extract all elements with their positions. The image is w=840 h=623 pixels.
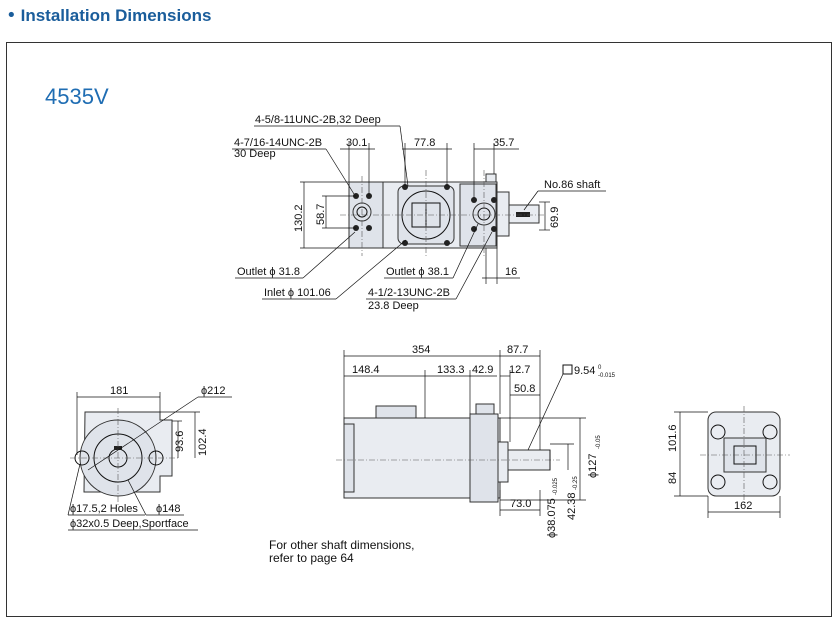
side-view-front-block [469, 413, 499, 503]
side-dim-127-tol: -0.05 [596, 435, 602, 449]
side-dim-9-54-tol-up: 0 [598, 365, 602, 371]
top-dim-4-1-2-a: 4-1/2-13UNC-2B [368, 287, 450, 299]
top-dim-inlet: Inlet ϕ 101.06 [264, 287, 331, 299]
side-dim-9-54-box [562, 364, 573, 375]
top-dim-58-7: 58.7 [315, 204, 327, 225]
top-dim-4-7-16-a: 4-7/16-14UNC-2B [234, 137, 322, 149]
header-title: Installation Dimensions [20, 6, 212, 25]
top-dim-30-1: 30.1 [346, 137, 367, 149]
top-view-key [516, 212, 530, 217]
top-view-flange [496, 191, 510, 237]
rear-view-hole-3 [710, 474, 726, 490]
model-label: 4535V [45, 84, 109, 109]
top-dim-outlet-1: Outlet ϕ 31.8 [237, 266, 300, 278]
side-dim-38-075: ϕ38.075 [546, 498, 558, 538]
top-view: 4-5/8-11UNC-2B,32 Deep 4-7/16-14UNC-2B 3… [232, 114, 606, 312]
top-dim-16: 16 [505, 266, 517, 278]
top-dim-69-9: 69.9 [549, 207, 561, 228]
side-dim-42-38-tol: -0.25 [573, 476, 579, 490]
side-view-outlet [475, 403, 495, 415]
side-dim-12-7: 12.7 [509, 364, 530, 376]
side-dim-133-3: 133.3 [437, 364, 465, 376]
rear-dim-162: 162 [734, 500, 752, 512]
side-dim-38-075-tol: -0.025 [553, 477, 559, 495]
side-dim-42-38: 42.38 [566, 492, 578, 520]
header-bullet: • [6, 5, 17, 26]
front-view: 181 ϕ212 93.6 102.4 ϕ17.5,2 Holes ϕ148 ϕ… [67, 385, 232, 531]
front-dim-spotface: ϕ32x0.5 Deep,Sportface [70, 518, 189, 530]
shaft-note: For other shaft dimensions, refer to pag… [269, 539, 414, 565]
top-dim-4-5-8: 4-5/8-11UNC-2B,32 Deep [255, 114, 381, 126]
top-dim-130-2: 130.2 [293, 204, 305, 232]
side-dim-87-7: 87.7 [507, 344, 528, 356]
top-dim-shaft: No.86 shaft [544, 179, 600, 191]
side-dim-50-8: 50.8 [514, 383, 535, 395]
side-dim-9-54: 9.54 [574, 365, 595, 377]
top-dim-4-1-2-b: 23.8 Deep [368, 300, 419, 312]
side-dim-73-0: 73.0 [510, 498, 531, 510]
section-header: • Installation Dimensions [6, 6, 211, 26]
side-view-flange [497, 441, 509, 483]
rear-view: 101.6 84 162 [667, 406, 790, 518]
top-view-plug [485, 173, 497, 183]
top-dim-4-7-16-b: 30 Deep [234, 148, 276, 160]
front-dim-102-4: 102.4 [197, 428, 209, 456]
side-dim-9-54-tol-dn: -0.015 [598, 373, 616, 379]
side-dim-127: ϕ127 [587, 453, 599, 478]
shaft-note-line2: refer to page 64 [269, 551, 354, 565]
side-dim-148-4: 148.4 [352, 364, 380, 376]
front-dim-93-6: 93.6 [174, 431, 186, 452]
rear-view-cross [733, 445, 757, 465]
rear-view-hole-4 [762, 474, 778, 490]
rear-dim-101-6: 101.6 [667, 424, 679, 452]
top-dim-77-8: 77.8 [414, 137, 435, 149]
drawing-frame [6, 42, 832, 617]
front-dim-212: ϕ212 [201, 385, 226, 397]
front-view-key [114, 446, 122, 450]
side-view-inlet [375, 405, 417, 419]
rear-view-hole-2 [762, 424, 778, 440]
front-dim-148: ϕ148 [156, 503, 181, 515]
rear-view-hole-1 [710, 424, 726, 440]
side-view: 354 87.7 148.4 133.3 42.9 12.7 9.54 0 -0… [336, 344, 616, 538]
shaft-note-line1: For other shaft dimensions, [269, 538, 415, 552]
side-dim-42-9: 42.9 [472, 364, 493, 376]
front-dim-181: 181 [110, 385, 128, 397]
front-dim-holes: ϕ17.5,2 Holes [70, 503, 138, 515]
top-dim-outlet-2: Outlet ϕ 38.1 [386, 266, 449, 278]
side-view-rear-cap [343, 423, 355, 493]
top-dim-35-7: 35.7 [493, 137, 514, 149]
rear-dim-84: 84 [667, 472, 679, 484]
side-dim-354: 354 [412, 344, 430, 356]
